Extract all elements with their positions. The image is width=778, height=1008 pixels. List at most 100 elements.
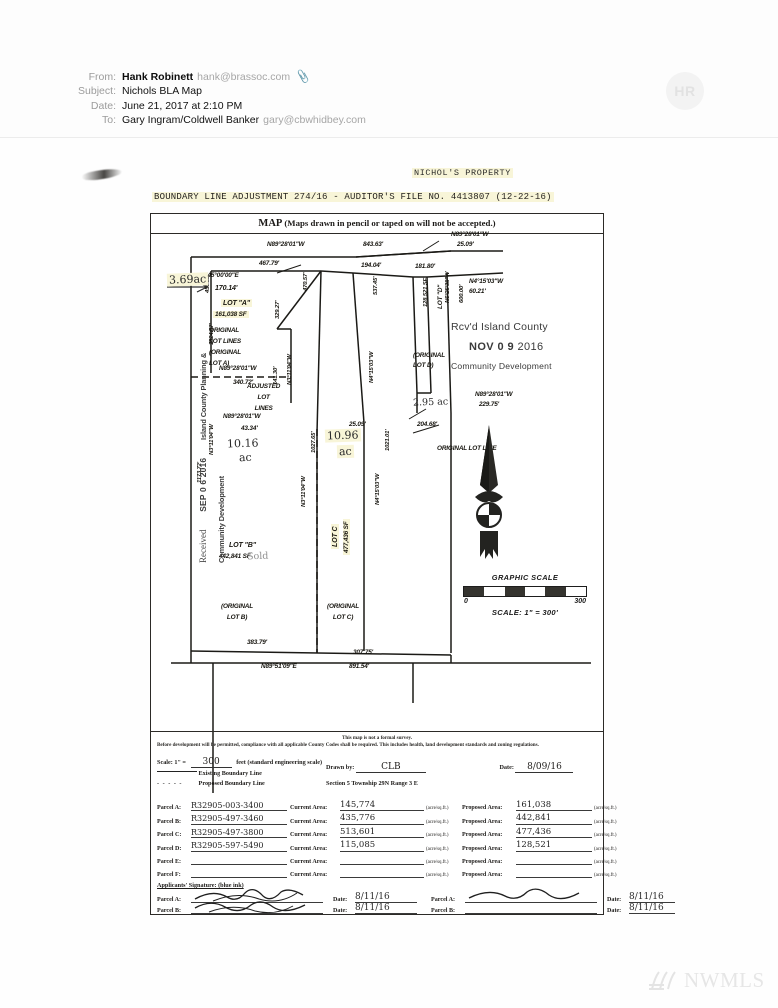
email-from-label: From: xyxy=(88,71,116,83)
drawn-date-field: Date: 8/09/16 xyxy=(499,762,574,773)
email-from-row: From: Hank Robinett hank@brassoc.com 📎 xyxy=(70,69,366,85)
unit-note: (acre/sq.ft.) xyxy=(594,846,617,852)
table-row: Parcel B: R32905-497-3460 Current Area: … xyxy=(157,811,617,825)
map-title-bar: MAP (Maps drawn in pencil or taped on wi… xyxy=(151,214,603,234)
form-scale-prefix: 1" = xyxy=(174,759,186,766)
email-from-address[interactable]: hank@brassoc.com xyxy=(197,71,291,83)
scan-smudge xyxy=(81,166,123,183)
signature-parcel-label-right: Parcel A: xyxy=(431,897,456,903)
unit-note: (acre/sq.ft.) xyxy=(426,859,449,865)
bearing-label: N45°00'00"E xyxy=(203,272,239,279)
bearing-label: N89°28'01"W xyxy=(223,413,261,420)
paperclip-icon[interactable]: 📎 xyxy=(295,69,311,85)
unit-note: (acre/sq.ft.) xyxy=(594,859,617,865)
signature-date-value[interactable]: 8/11/16 xyxy=(355,892,417,903)
parcel-id[interactable]: R32905-497-3800 xyxy=(191,828,287,839)
proposed-area-value[interactable] xyxy=(516,863,592,865)
bearing-label: 307.75' xyxy=(353,649,374,656)
scale-max: 300 xyxy=(574,598,586,605)
signature-date-value-right[interactable]: 8/11/16 xyxy=(629,903,675,914)
section-field: Section 5 xyxy=(326,780,351,787)
drawn-date-value[interactable]: 8/09/16 xyxy=(515,762,574,773)
parcel-label: Parcel E: xyxy=(157,858,182,865)
handwritten-note: ac xyxy=(336,444,354,459)
email-subject-label: Subject: xyxy=(78,85,116,98)
township-label: Township xyxy=(351,780,377,787)
bla-map-document: NICHOL'S PROPERTY BOUNDARY LINE ADJUSTME… xyxy=(142,160,675,950)
lot-c-label: LOT C xyxy=(331,524,339,549)
current-area-value[interactable] xyxy=(340,863,424,865)
current-area-value[interactable]: 435,776 xyxy=(340,813,424,825)
signature-ink xyxy=(194,901,306,914)
bearing-label-vertical: 537.45' xyxy=(373,276,379,295)
handwritten-note: ac xyxy=(238,450,252,465)
current-area-value[interactable]: 115,085 xyxy=(340,840,424,852)
bearing-label: 467.79' xyxy=(259,260,280,267)
lot-d-area-label: 128,521 SF xyxy=(423,278,429,307)
current-area-value[interactable]: 145,774 xyxy=(340,800,424,812)
signature-row-parcel-b: Parcel B: Date: 8/11/16 Parcel B: Date: … xyxy=(157,901,675,914)
drawn-by-label: Drawn by: xyxy=(326,764,355,771)
form-scale-suffix: feet (standard engineering scale) xyxy=(236,759,322,766)
form-scale-value[interactable]: 300 xyxy=(190,757,232,768)
stamp-received-word: Received xyxy=(198,529,208,563)
table-row: Parcel D: R32905-597-5490 Current Area: … xyxy=(157,838,617,852)
signature-field-right[interactable] xyxy=(465,903,597,914)
map-title: MAP (Maps drawn in pencil or taped on wi… xyxy=(258,218,495,229)
lot-a-area: 161,038 SF xyxy=(213,311,249,318)
map-title-sub: (Maps drawn in pencil or taped on will n… xyxy=(284,218,496,228)
handwritten-note: 10.16 xyxy=(226,436,259,451)
form-section-row: Section 5 Township 29N Range 3 E xyxy=(326,780,418,787)
email-to-row: To: Gary Ingram/Coldwell Banker gary@cbw… xyxy=(70,113,366,127)
bearing-label-vertical: 329.27' xyxy=(275,300,281,319)
range-value[interactable]: 3 E xyxy=(409,780,418,787)
signature-parcel-label: Parcel B: xyxy=(157,908,182,914)
bearing-label: 229.75' xyxy=(479,401,500,408)
current-area-label: Current Area: xyxy=(290,818,328,825)
bearing-label: 43.34' xyxy=(241,425,258,432)
signature-date-value-right[interactable]: 8/11/16 xyxy=(629,892,675,903)
range-field: Range 3 E xyxy=(391,780,418,787)
graphic-scale-bar xyxy=(463,586,587,597)
proposed-area-value[interactable]: 442,841 xyxy=(516,813,592,825)
section-value[interactable]: 5 xyxy=(346,780,350,787)
lot-a-label: LOT "A" xyxy=(221,299,252,307)
parcel-id[interactable] xyxy=(191,863,287,865)
email-to-address[interactable]: gary@cbwhidbey.com xyxy=(263,114,366,127)
unit-note: (acre/sq.ft.) xyxy=(426,846,449,852)
signature-ink xyxy=(194,889,304,902)
proposed-area-value[interactable]: 477,436 xyxy=(516,827,592,839)
signature-ink xyxy=(468,888,580,900)
bearing-label-vertical: 1021.01' xyxy=(385,429,391,452)
signature-field[interactable] xyxy=(191,901,323,914)
bearing-label: 340.72' xyxy=(233,379,254,386)
current-area-label: Current Area: xyxy=(290,858,328,865)
nwmls-watermark: NWMLS xyxy=(648,968,765,993)
parcel-id[interactable] xyxy=(191,877,287,879)
township-value[interactable]: 29N xyxy=(378,780,390,787)
bearing-label: 170.14' xyxy=(215,284,238,292)
parcel-id[interactable]: R32905-497-3460 xyxy=(191,814,287,825)
current-area-value[interactable] xyxy=(340,877,424,879)
signature-field-right[interactable] xyxy=(465,888,597,903)
signature-date-value[interactable]: 8/11/16 xyxy=(355,903,417,914)
bearing-label: 194.04' xyxy=(361,262,382,269)
proposed-area-value[interactable] xyxy=(516,877,592,879)
bearing-label: N89°28'01"W xyxy=(219,365,257,372)
original-lot-d-note: (ORIGINAL LOT D) xyxy=(413,352,446,369)
signature-date-label: Date: xyxy=(333,897,348,903)
parcel-id[interactable]: R32905-003-3400 xyxy=(191,801,287,812)
parcel-table: Parcel A: R32905-003-3400 Current Area: … xyxy=(157,798,617,879)
email-date-row: Date: June 21, 2017 at 2:10 PM xyxy=(70,99,366,113)
proposed-area-value[interactable]: 128,521 xyxy=(516,840,592,852)
drawn-by-value[interactable]: CLB xyxy=(355,762,426,773)
current-area-value[interactable]: 513,601 xyxy=(340,827,424,839)
proposed-area-label: Proposed Area: xyxy=(462,858,503,865)
bla-form-block: This map is not a formal survey. Before … xyxy=(151,731,675,914)
stamp-year: 2016 xyxy=(517,341,544,353)
bearing-label-vertical: N4°15'03"W xyxy=(375,473,381,505)
bearing-label: 383.79' xyxy=(247,639,268,646)
parcel-id[interactable]: R32905-597-5490 xyxy=(191,841,287,852)
form-disclaimer: This map is not a formal survey. Before … xyxy=(157,735,597,748)
proposed-area-value[interactable]: 161,038 xyxy=(516,800,592,812)
